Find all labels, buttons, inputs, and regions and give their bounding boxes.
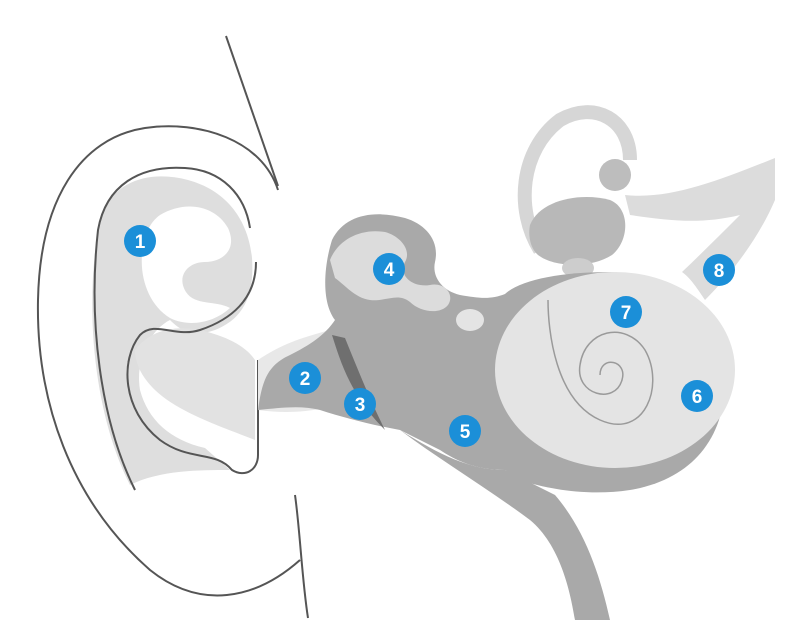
jaw-line [295, 495, 308, 618]
marker-6: 6 [681, 380, 713, 412]
marker-7-label: 7 [621, 303, 632, 324]
mastoid-cell [456, 309, 484, 331]
marker-4: 4 [373, 253, 405, 285]
marker-7: 7 [610, 296, 642, 328]
marker-1-label: 1 [135, 232, 146, 253]
marker-8-label: 8 [714, 261, 725, 282]
marker-6-label: 6 [692, 387, 703, 408]
marker-4-label: 4 [384, 260, 395, 281]
marker-1: 1 [124, 225, 156, 257]
marker-5: 5 [449, 415, 481, 447]
marker-5-label: 5 [460, 422, 471, 443]
marker-2: 2 [289, 362, 321, 394]
ampulla [599, 159, 631, 191]
head-line [226, 36, 278, 186]
marker-3: 3 [344, 388, 376, 420]
vestibule [529, 197, 625, 265]
outer-ear [38, 36, 308, 618]
marker-2-label: 2 [300, 369, 311, 390]
marker-8: 8 [703, 254, 735, 286]
semicircular-canals [525, 112, 631, 278]
marker-3-label: 3 [355, 395, 366, 416]
